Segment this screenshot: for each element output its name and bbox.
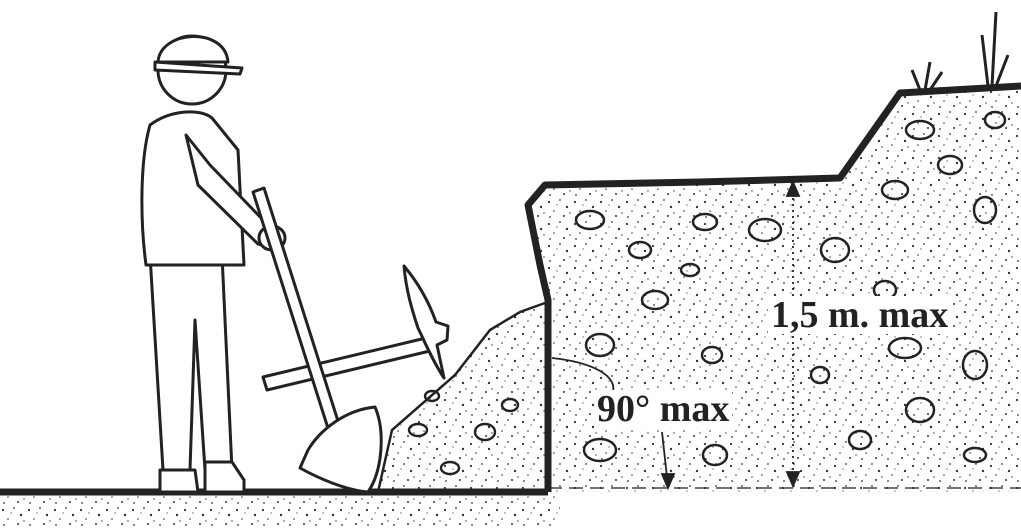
ground bbox=[0, 487, 1021, 529]
spoil-pile bbox=[376, 301, 548, 493]
depth-arrow bbox=[785, 179, 801, 489]
worker-figure bbox=[140, 34, 287, 494]
angle-limit-label: 90° max bbox=[594, 390, 733, 428]
trench-wall bbox=[524, 82, 1021, 492]
angle-arc bbox=[551, 357, 676, 491]
grass-tuft-icon bbox=[910, 11, 1010, 91]
shovel-icon bbox=[251, 186, 383, 494]
depth-limit-label: 1,5 m. max bbox=[768, 296, 952, 334]
pickaxe-icon bbox=[261, 264, 450, 392]
